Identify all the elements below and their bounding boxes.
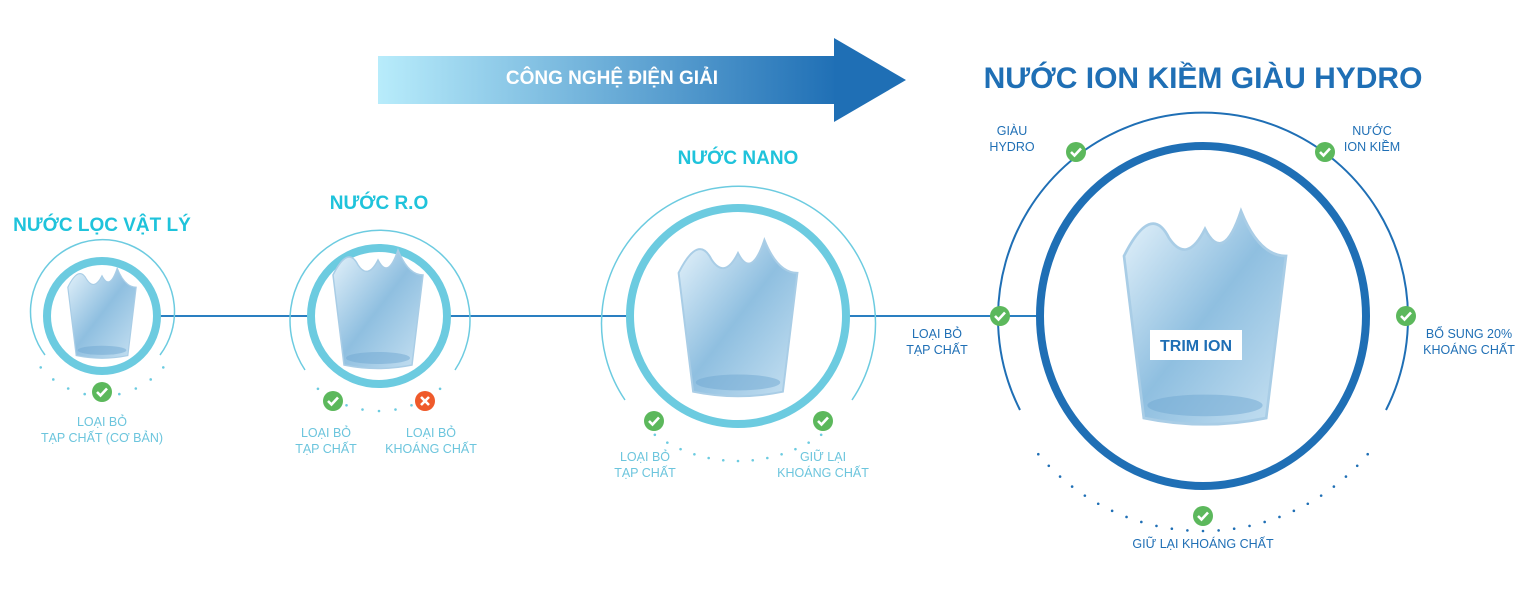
- dot: [1155, 524, 1158, 528]
- dot: [1186, 529, 1189, 532]
- dot: [1070, 485, 1074, 488]
- dot: [51, 378, 55, 381]
- dot: [721, 458, 725, 462]
- check-icon: [1193, 506, 1213, 526]
- dot: [1170, 527, 1174, 531]
- check-icon: [1066, 142, 1086, 162]
- dot: [1319, 494, 1323, 497]
- dot: [1355, 464, 1359, 468]
- dot: [1217, 529, 1220, 532]
- dot: [1201, 529, 1205, 533]
- cross-icon: [415, 391, 435, 411]
- dot: [819, 433, 823, 437]
- dot: [316, 387, 320, 391]
- dot: [149, 378, 153, 381]
- dot: [707, 456, 710, 460]
- stage-title-ro: NƯỚC R.O: [329, 193, 429, 214]
- arrow-banner: [378, 38, 906, 122]
- dot: [1047, 464, 1051, 468]
- check-icon: [92, 382, 112, 402]
- dot: [751, 458, 755, 462]
- dot: [1306, 502, 1310, 506]
- check-icon: [813, 411, 833, 431]
- dot: [1332, 485, 1336, 488]
- dot: [1278, 515, 1281, 519]
- dot: [666, 441, 669, 444]
- dot: [1058, 475, 1062, 478]
- dot: [1125, 515, 1128, 519]
- stage-title-nano: NƯỚC NANO: [677, 148, 799, 169]
- dot: [693, 452, 696, 456]
- stage-title-physical: NƯỚC LỌC VẬT LÝ: [13, 215, 191, 236]
- check-icon: [1315, 142, 1335, 162]
- dot: [1037, 452, 1040, 456]
- check-icon: [990, 306, 1010, 326]
- check-icon: [1396, 306, 1416, 326]
- dot: [1083, 494, 1087, 497]
- dot: [161, 366, 165, 369]
- dot: [66, 387, 70, 390]
- dot: [1232, 527, 1236, 531]
- dot: [1344, 475, 1348, 478]
- dot: [118, 392, 121, 396]
- dot: [679, 447, 682, 451]
- feature-label: BỔ SUNG 20%KHOÁNG CHẤT: [1423, 327, 1515, 357]
- dot: [438, 387, 442, 391]
- dot: [766, 456, 769, 460]
- dot: [1140, 520, 1143, 524]
- dot: [736, 459, 740, 463]
- dot: [1292, 509, 1296, 513]
- dot: [361, 408, 364, 411]
- dot: [794, 447, 797, 451]
- dot: [1263, 520, 1266, 524]
- dot: [377, 409, 381, 413]
- dot: [807, 441, 810, 444]
- check-icon: [323, 391, 343, 411]
- dot: [394, 408, 397, 411]
- feature-label: GIỮ LẠI KHOÁNG CHẤT: [1132, 537, 1274, 551]
- dot: [1366, 452, 1369, 456]
- dot: [134, 387, 138, 390]
- dot: [780, 452, 783, 456]
- dot: [83, 392, 86, 396]
- dot: [653, 433, 657, 437]
- main-title: NƯỚC ION KIỀM GIÀU HYDRO: [983, 62, 1423, 95]
- check-icon: [644, 411, 664, 431]
- dot: [345, 403, 348, 407]
- dot: [1096, 502, 1100, 506]
- dot: [1248, 524, 1251, 528]
- trim-ion-logo: TRIM ION: [1160, 338, 1232, 355]
- dot: [410, 403, 413, 407]
- dot: [39, 366, 43, 369]
- dot: [1110, 509, 1114, 513]
- arrow-label: CÔNG NGHỆ ĐIỆN GIẢI: [505, 68, 719, 89]
